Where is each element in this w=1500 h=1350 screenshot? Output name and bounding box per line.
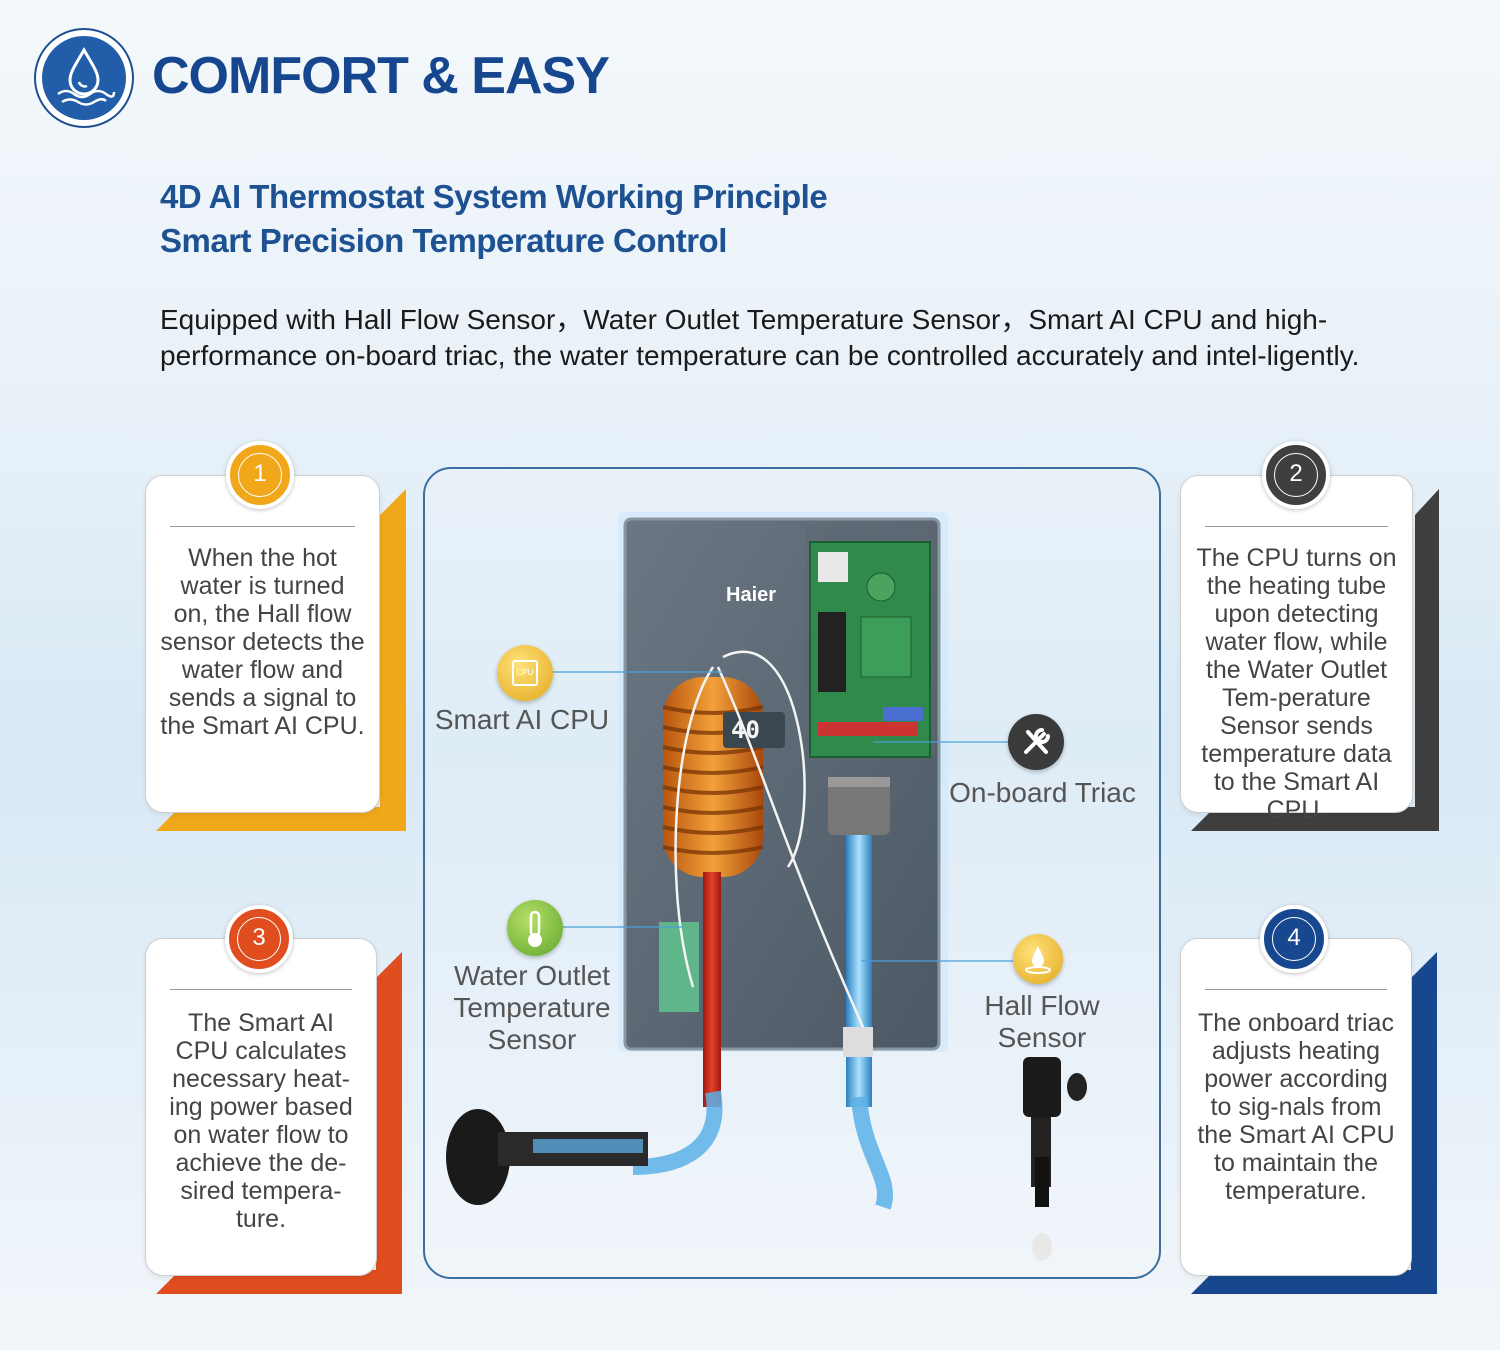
cpu-icon: CPU [497,645,553,701]
water-flow-icon [1013,934,1063,984]
page-title: COMFORT & EASY [152,47,610,105]
step-2-badge: 2 [1262,441,1330,509]
step-3-card: The Smart AI CPU calculates necessary he… [145,938,377,1276]
brand-label: Haier [726,584,777,606]
step-3-text: The Smart AI CPU calculates necessary he… [169,1009,353,1233]
subtitle-line-2: Smart Precision Temperature Control [160,222,727,259]
water-heater-illustration [446,512,1087,1261]
step-1-card: When the hot water is turned on, the Hal… [145,475,380,813]
step-1-badge: 1 [226,441,294,509]
divider [1205,989,1387,990]
step-3-accent [156,952,402,1294]
step-4-text: The onboard triac adjusts heating power … [1197,1009,1395,1205]
callout-triac: On-board Triac [949,777,1136,808]
step-4-accent [1191,952,1437,1294]
callout-flow-sensor: Hall Flow Sensor [984,990,1100,1053]
step-2-card: The CPU turns on the heating tube upon d… [1180,475,1413,824]
divider [170,989,352,990]
step-3-badge: 3 [225,905,293,973]
temperature-display: 40 [731,716,760,744]
intro-paragraph: Equipped with Hall Flow Sensor，Water Out… [160,304,1360,371]
divider [1205,526,1388,527]
callout-temp-sensor: Water Outlet Temperature Sensor [453,960,611,1055]
step-1-accent [156,489,406,831]
brand-logo [34,28,134,128]
water-drop-icon [42,36,126,120]
subtitle-line-1: 4D AI Thermostat System Working Principl… [160,178,828,215]
thermometer-icon [507,900,563,956]
divider [170,526,355,527]
callout-cpu: Smart AI CPU [434,704,610,735]
step-4-badge: 4 [1260,905,1328,973]
wrench-screwdriver-icon [1008,714,1064,770]
step-1-text: When the hot water is turned on, the Hal… [160,544,365,740]
step-2-text: The CPU turns on the heating tube upon d… [1196,544,1397,824]
step-4-card: The onboard triac adjusts heating power … [1180,938,1412,1276]
